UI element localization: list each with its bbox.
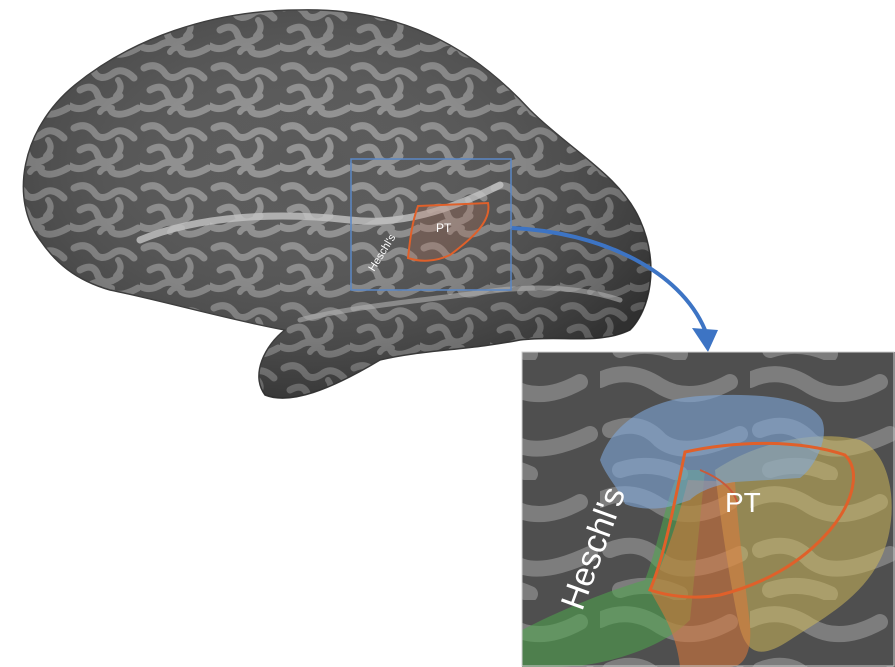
region-yellow: [715, 436, 892, 652]
sylvian-fissure: [136, 181, 504, 244]
selection-box: [350, 158, 512, 291]
inflated-brain: PT Heschl's: [22, 9, 652, 399]
pt-inner-outline: [699, 469, 739, 506]
pt-label-large: PT: [725, 487, 761, 518]
arrow-head-icon: [692, 328, 718, 352]
inset-frame: [521, 351, 895, 667]
zoom-inset: PT Heschl's: [522, 352, 895, 667]
pt-outline-large: [647, 441, 855, 599]
temporal-sulcus: [297, 285, 623, 323]
pt-outline-small: [406, 201, 490, 262]
zoom-arrow: [511, 226, 707, 331]
region-orange: [650, 480, 751, 667]
region-blue: [600, 394, 824, 509]
pt-label-small: PT: [436, 221, 452, 235]
region-green: [522, 470, 705, 667]
brain-shading: [23, 9, 651, 399]
